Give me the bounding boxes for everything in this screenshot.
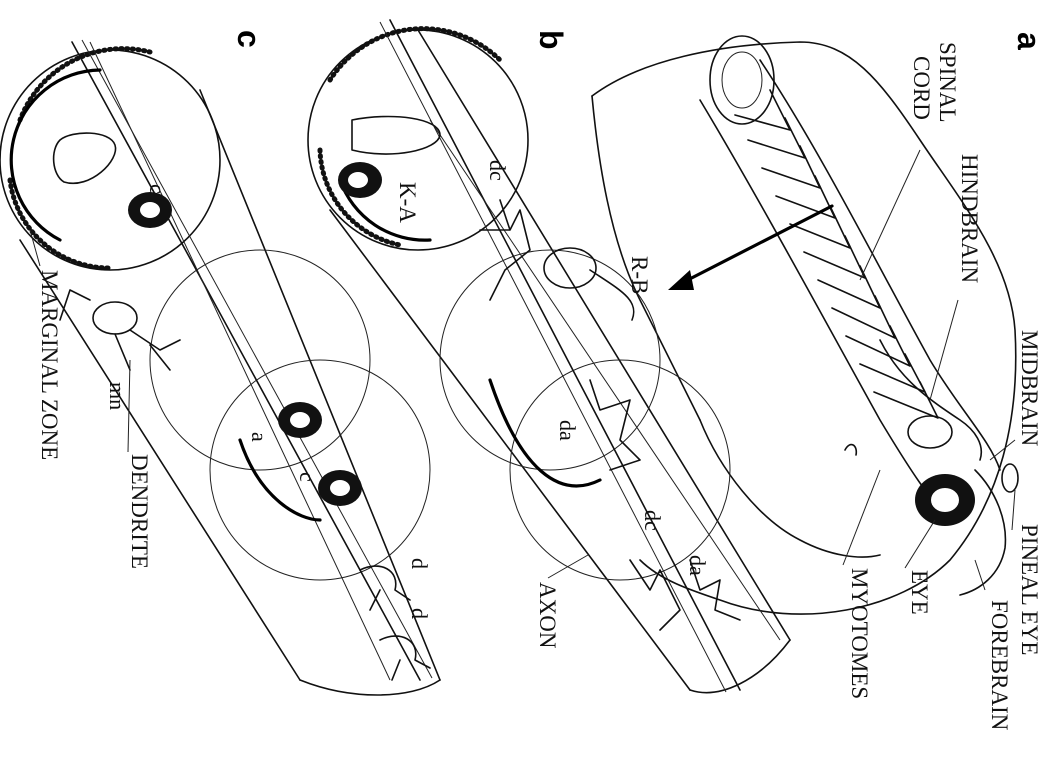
dc-cell-1: [480, 200, 530, 300]
label-dc-1: dc: [485, 160, 510, 181]
label-dc-2: dc: [640, 510, 665, 531]
cord-c-top-edge: [200, 90, 440, 680]
spinal-band-upper: [700, 100, 950, 520]
pineal-eye-shape: [1002, 464, 1018, 492]
otic-vesicle: [908, 416, 952, 448]
label-d-2: d: [407, 608, 432, 619]
label-c-2: c: [295, 472, 320, 482]
panel-c: c c a c d d mn DENDRITE MARGINAL ZONE: [0, 30, 440, 695]
label-spinal: SPINAL: [935, 42, 960, 123]
vesicle-c: [54, 133, 116, 183]
label-mn: mn: [105, 382, 130, 410]
panel-letter-c: c: [231, 30, 267, 48]
zoom-arrow-head: [668, 270, 694, 290]
tail-cross-section: [710, 36, 774, 124]
label-da-2: da: [685, 555, 710, 576]
zoom-arrow: [676, 206, 832, 286]
label-midbrain: MIDBRAIN: [1017, 330, 1042, 447]
da-cell-1: [590, 380, 640, 470]
panel-letter-a: a: [1011, 32, 1047, 50]
label-c-1: c: [145, 184, 170, 194]
label-rb: R-B: [627, 256, 652, 294]
label-hindbrain: HINDBRAIN: [957, 154, 982, 283]
axon-line-c-1: [72, 42, 420, 680]
label-axon: AXON: [535, 582, 560, 649]
panel-letter-b: b: [533, 30, 569, 50]
mn-cell-body: [93, 302, 137, 334]
label-a: a: [247, 432, 272, 442]
label-dendrite: DENDRITE: [127, 454, 152, 569]
label-forebrain: FOREBRAIN: [987, 600, 1012, 731]
cord-c-end-circle: [0, 50, 220, 270]
myotome-chevrons: [735, 90, 938, 418]
panel-a: a SPINAL CORD HINDBRAIN MIDBRAIN PINEAL …: [592, 32, 1047, 731]
label-marginal-zone: MARGINAL ZONE: [37, 270, 62, 460]
cord-b-top-edge: [418, 30, 790, 640]
label-pineal-eye: PINEAL EYE: [1017, 524, 1042, 655]
rb-cell-body: [544, 248, 596, 288]
label-cord: CORD: [909, 56, 934, 120]
label-eye: EYE: [907, 570, 932, 615]
label-d-1: d: [407, 558, 432, 569]
label-ka: K-A: [395, 182, 420, 223]
d-cell-2: [380, 636, 430, 680]
panel-b: b R-B K-A dc da dc da AXON: [308, 20, 790, 693]
ka-vesicle: [352, 116, 440, 154]
axon-line-1: [390, 20, 740, 690]
label-da-1: da: [555, 420, 580, 441]
label-myotomes: MYOTOMES: [847, 568, 872, 699]
